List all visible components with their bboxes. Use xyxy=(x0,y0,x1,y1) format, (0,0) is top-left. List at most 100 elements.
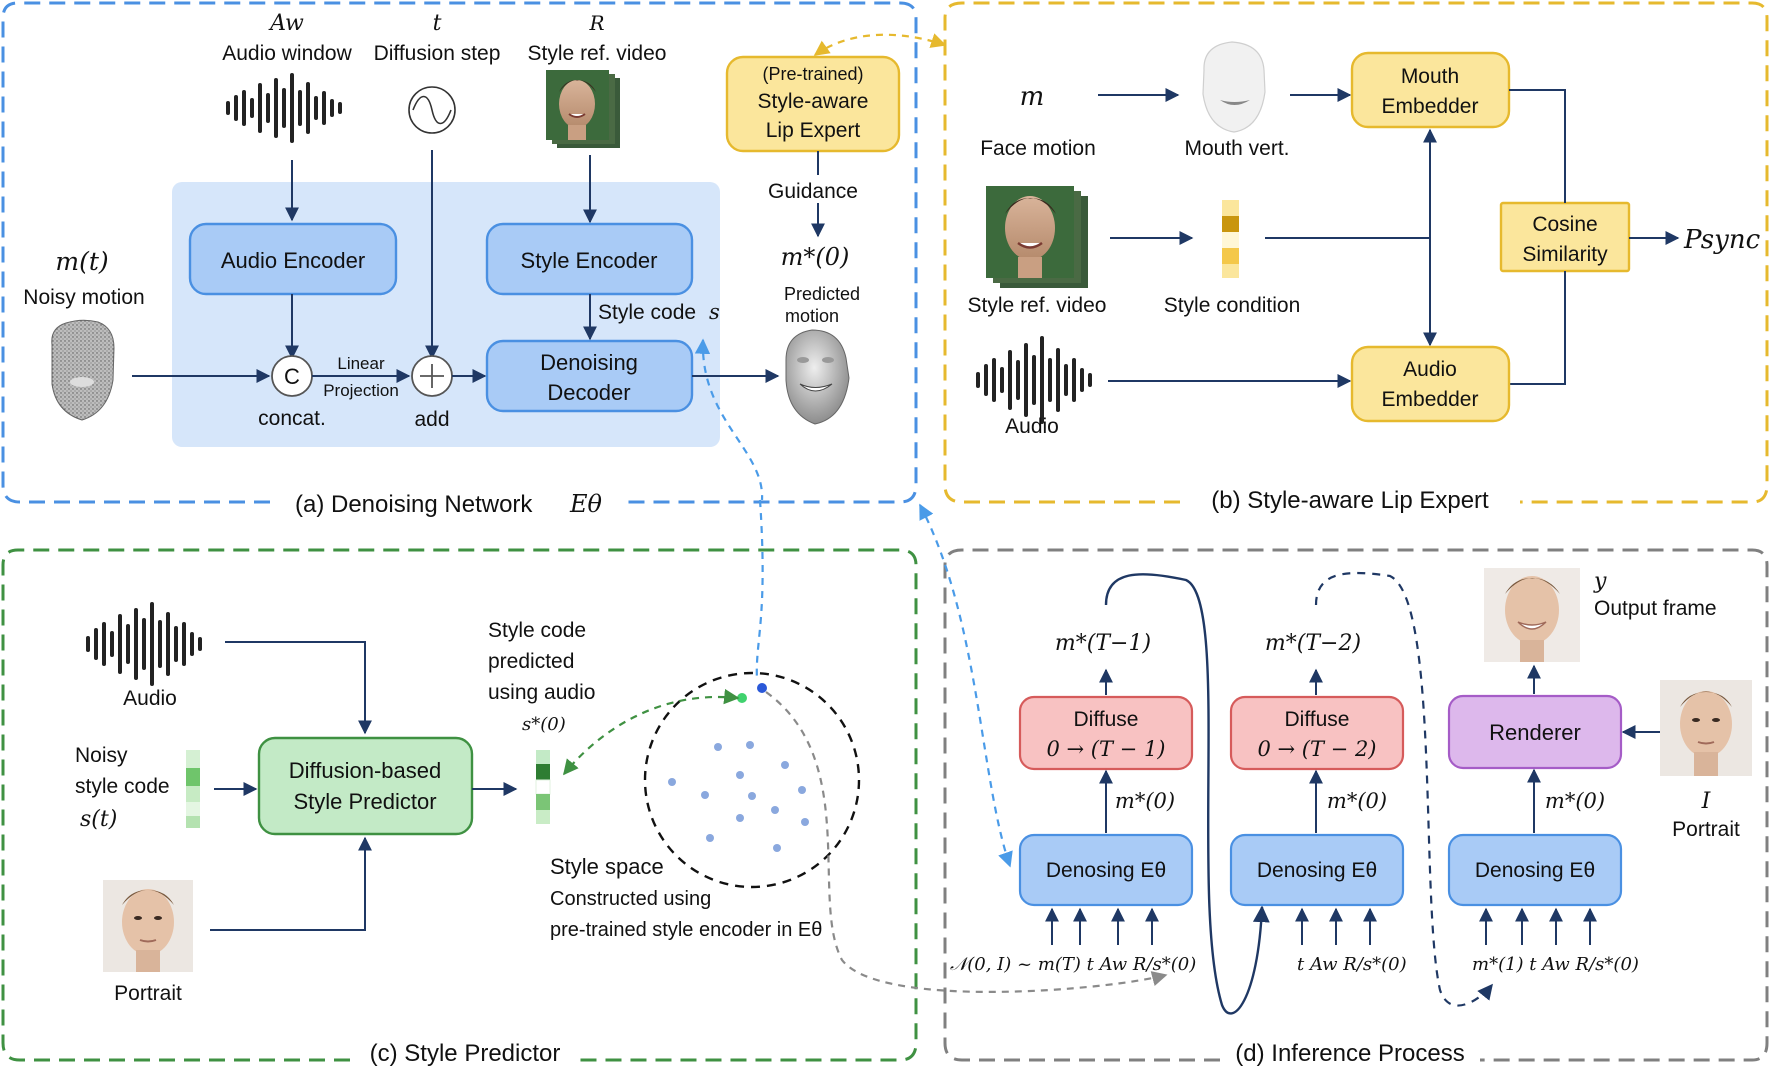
panel-c-title: (c) Style Predictor xyxy=(370,1040,561,1067)
style-ref-video-thumbnail xyxy=(546,70,620,148)
denoising-label-1: Denosing Eθ xyxy=(1046,859,1166,882)
predictor-label-1: Diffusion-based xyxy=(289,758,441,783)
mouth-vertices-icon xyxy=(1202,41,1266,133)
style-condition-label: Style condition xyxy=(1164,294,1301,317)
decoder-label-1: Denoising xyxy=(540,350,638,375)
predictor-label-2: Style Predictor xyxy=(293,789,436,814)
inputs-label-1: 𝒩(0, I) ~ m(T) t Aw R/s*(0) xyxy=(950,954,1196,975)
portrait-label-c: Portrait xyxy=(114,982,182,1005)
mouth-vert-label: Mouth vert. xyxy=(1184,137,1289,160)
mouth-embedder-label-1: Mouth xyxy=(1401,65,1459,88)
panel-b-title: (b) Style-aware Lip Expert xyxy=(1211,487,1489,514)
style-encoder-box: Style Encoder xyxy=(485,222,694,296)
waveform-icon-c xyxy=(86,602,202,686)
noisy-style-symbol: s(t) xyxy=(80,807,117,832)
renderer-box: Renderer xyxy=(1447,694,1623,770)
inputs-arrows-1 xyxy=(1045,907,1159,945)
noisy-style-vector xyxy=(186,750,200,828)
lip-expert-label-3: Lip Expert xyxy=(766,119,861,142)
audio-window-label: Audio window xyxy=(222,42,352,65)
m-t2-symbol: m*(T−2) xyxy=(1265,631,1361,656)
linear-label-1: Linear xyxy=(337,354,385,373)
panel-d-title: (d) Inference Process xyxy=(1235,1040,1464,1067)
output-frame-label: Output frame xyxy=(1594,597,1717,620)
diffuse-box-1: Diffuse 0 → (T − 1) xyxy=(1018,695,1194,771)
panel-d-frame xyxy=(943,548,1769,1062)
portrait-thumbnail-c xyxy=(103,880,193,972)
style-space-desc-2: pre-trained style encoder in Eθ xyxy=(550,919,822,941)
audio-label-c: Audio xyxy=(123,687,177,710)
audio-embedder-label-1: Audio xyxy=(1403,358,1457,381)
waveform-icon xyxy=(226,73,342,143)
diffuse-box-2: Diffuse 0 → (T − 2) xyxy=(1229,695,1405,771)
audio-encoder-box: Audio Encoder xyxy=(188,222,398,296)
concat-symbol: C xyxy=(284,364,300,389)
style-space-title: Style space xyxy=(550,854,664,879)
face-motion-symbol: m xyxy=(1020,82,1045,112)
diffusion-step-label: Diffusion step xyxy=(374,42,501,65)
add-node xyxy=(411,355,453,397)
denoising-box-1: Denosing Eθ xyxy=(1018,833,1194,907)
inputs-arrows-3 xyxy=(1479,907,1597,945)
sine-wave-icon xyxy=(408,86,456,134)
m0-symbol-3: m*(0) xyxy=(1545,789,1605,813)
noisy-style-label-1: Noisy xyxy=(75,744,128,767)
style-space-points xyxy=(668,741,809,852)
style-encoder-label: Style Encoder xyxy=(521,248,658,273)
audio-window-symbol: Aw xyxy=(268,11,304,36)
diffuse-range-1: 0 → (T − 1) xyxy=(1046,737,1165,761)
denoising-decoder-box: Denoising Decoder xyxy=(485,339,694,413)
output-frame-thumbnail xyxy=(1484,568,1580,662)
style-condition-vector xyxy=(1222,200,1239,278)
line-audio-to-cosine xyxy=(1509,271,1566,385)
predicted-label-1: Predicted xyxy=(784,284,860,304)
face-motion-label: Face motion xyxy=(980,137,1096,160)
pretrained-lip-expert-box: (Pre-trained) Style-aware Lip Expert xyxy=(725,55,901,153)
dashed-link-style-code xyxy=(694,338,764,501)
predicted-style-code-vector xyxy=(535,750,551,824)
noisy-style-label-2: style code xyxy=(75,775,170,798)
portrait-thumbnail-d xyxy=(1660,680,1752,776)
diffuse-range-2: 0 → (T − 2) xyxy=(1257,737,1376,761)
style-ref-video-thumbnail-b xyxy=(986,186,1088,288)
predicted-code-label-3: using audio xyxy=(488,681,595,704)
noisy-motion-label: Noisy motion xyxy=(23,286,144,309)
panel-c-frame xyxy=(1,548,918,1062)
noisy-face-mesh-icon xyxy=(51,319,115,421)
predicted-code-symbol: s*(0) xyxy=(522,714,566,735)
lip-expert-label-2: Style-aware xyxy=(758,90,869,113)
renderer-label: Renderer xyxy=(1489,720,1581,745)
style-ref-label: Style ref. video xyxy=(528,42,667,65)
i-symbol: I xyxy=(1701,789,1712,814)
inputs-label-3: m*(1) t Aw R/s*(0) xyxy=(1472,954,1639,975)
cosine-label-1: Cosine xyxy=(1532,213,1597,236)
concat-label: concat. xyxy=(258,407,326,430)
mouth-embedder-label-2: Embedder xyxy=(1382,95,1479,118)
inputs-label-2: t Aw R/s*(0) xyxy=(1297,954,1407,975)
panel-a-title-math: Eθ xyxy=(569,490,603,518)
dashed-link-space-to-inference xyxy=(765,691,1168,994)
dashed-link-code-to-space xyxy=(563,688,740,776)
concat-node: C xyxy=(271,355,313,397)
arrow-audio-to-predictor xyxy=(225,641,372,735)
diffuse-label-1: Diffuse xyxy=(1074,708,1139,731)
panel-b-frame xyxy=(943,1,1769,504)
predicted-3d-face-icon xyxy=(785,329,850,425)
add-label: add xyxy=(414,408,449,431)
predicted-point xyxy=(737,693,747,703)
noisy-motion-symbol: m(t) xyxy=(55,247,108,276)
predicted-code-label-2: predicted xyxy=(488,650,574,673)
style-space-circle xyxy=(643,671,861,889)
predicted-code-label-1: Style code xyxy=(488,619,586,642)
m0-symbol-1: m*(0) xyxy=(1115,789,1175,813)
m0-symbol-2: m*(0) xyxy=(1327,789,1387,813)
arrow-portrait-to-predictor xyxy=(210,836,372,931)
denoising-label-3: Denosing Eθ xyxy=(1475,859,1595,882)
cosine-label-2: Similarity xyxy=(1522,243,1608,266)
diffuse-label-2: Diffuse xyxy=(1285,708,1350,731)
lip-expert-label-1: (Pre-trained) xyxy=(762,64,863,84)
diffusion-step-symbol: t xyxy=(433,11,442,36)
waveform-icon-b xyxy=(976,336,1092,424)
denoising-box-3: Denosing Eθ xyxy=(1447,833,1623,907)
